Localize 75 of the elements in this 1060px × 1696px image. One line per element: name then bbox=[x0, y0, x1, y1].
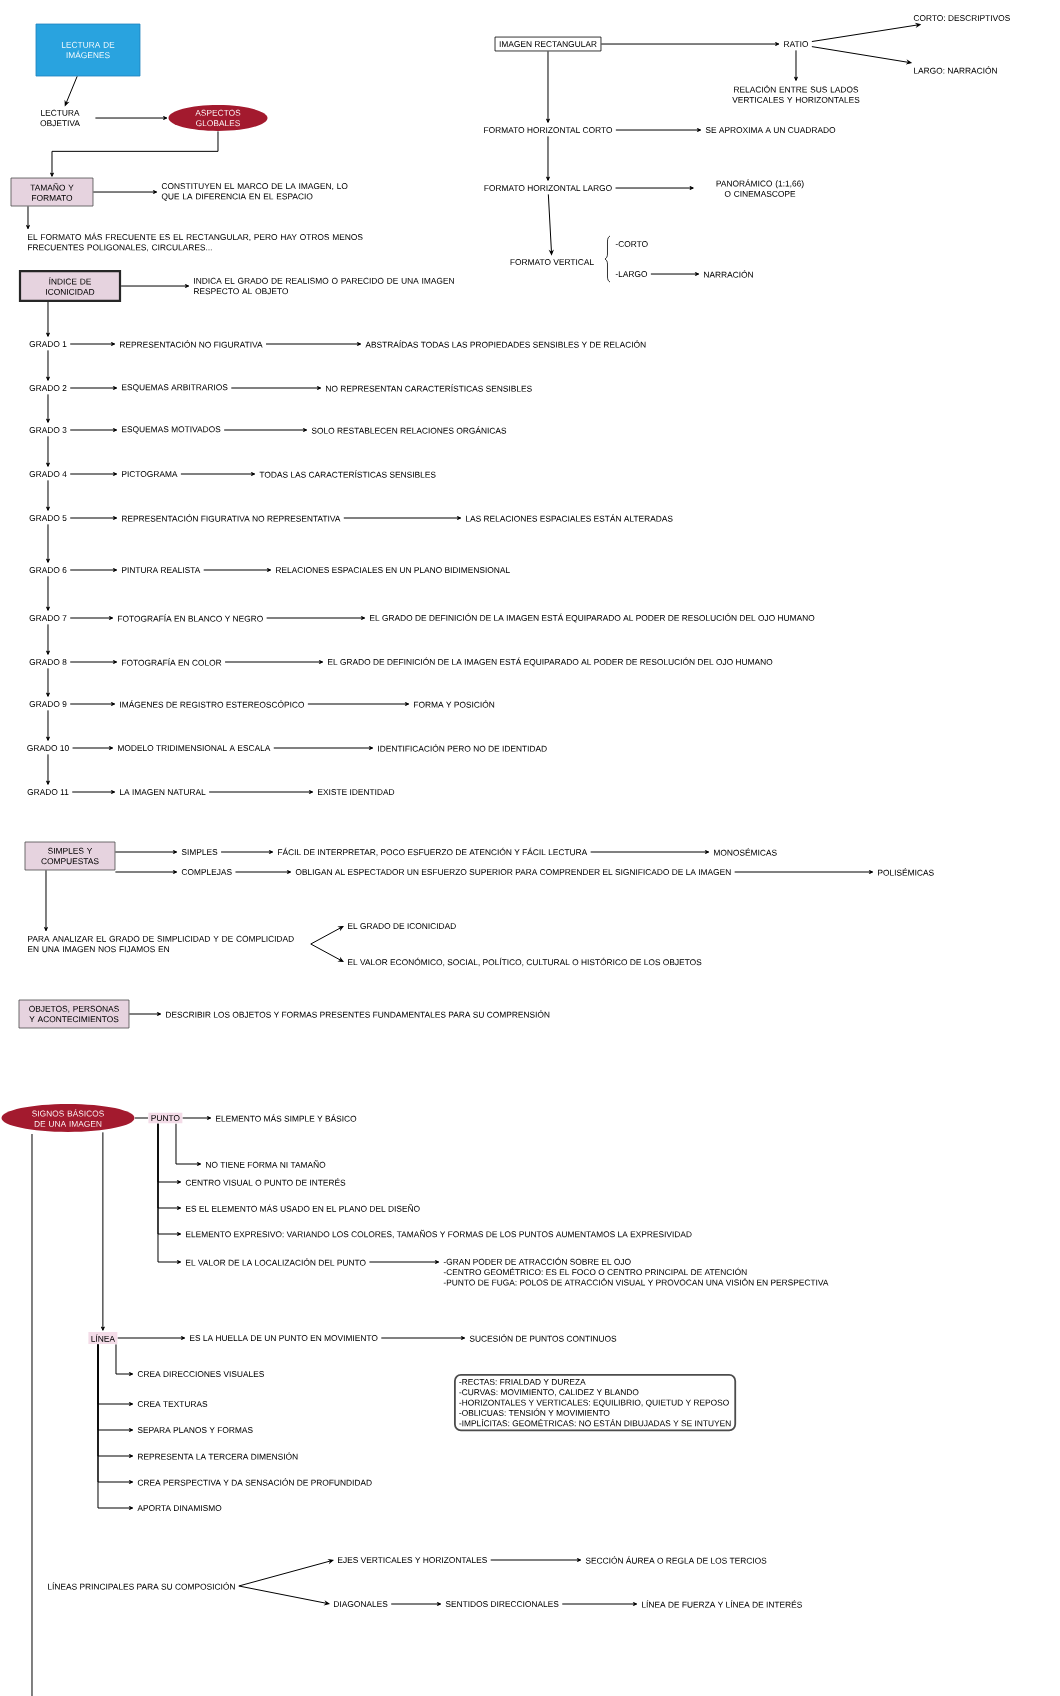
arrow bbox=[590, 850, 710, 854]
arrow bbox=[238, 1559, 334, 1587]
arrow bbox=[561, 1602, 638, 1606]
arrow bbox=[157, 1123, 182, 1264]
arrow bbox=[72, 746, 114, 750]
arrow bbox=[128, 1012, 162, 1016]
arrow bbox=[307, 702, 410, 706]
arrow bbox=[238, 1585, 330, 1606]
arrow bbox=[69, 428, 118, 432]
arrow bbox=[50, 130, 219, 177]
arrow bbox=[46, 523, 50, 563]
connector-line bbox=[134, 1117, 149, 1119]
arrow bbox=[69, 702, 116, 706]
arrow bbox=[223, 428, 308, 432]
arrow bbox=[600, 42, 780, 46]
arrow bbox=[734, 870, 874, 874]
arrow bbox=[203, 568, 272, 572]
arrow bbox=[175, 1123, 202, 1166]
arrow bbox=[546, 135, 550, 181]
arrow bbox=[26, 205, 30, 230]
arrow bbox=[120, 284, 190, 288]
arrow bbox=[811, 23, 921, 43]
arrow bbox=[180, 472, 256, 476]
arrow bbox=[265, 342, 362, 346]
arrow bbox=[273, 746, 374, 750]
arrow bbox=[208, 790, 314, 794]
arrow bbox=[69, 568, 118, 572]
arrow bbox=[46, 435, 50, 467]
arrow bbox=[46, 301, 50, 337]
arrow bbox=[811, 46, 912, 65]
arrow bbox=[94, 116, 168, 120]
arrow bbox=[114, 850, 178, 854]
arrow bbox=[44, 869, 48, 932]
arrow bbox=[46, 479, 50, 511]
arrow bbox=[182, 1116, 212, 1120]
connector-line bbox=[31, 1133, 33, 1696]
arrow bbox=[46, 575, 50, 611]
arrow bbox=[46, 667, 50, 697]
arrow bbox=[69, 386, 118, 390]
arrow bbox=[69, 472, 118, 476]
arrow bbox=[69, 516, 118, 520]
arrow bbox=[117, 1336, 186, 1340]
arrow bbox=[390, 1602, 442, 1606]
arrow bbox=[230, 386, 322, 390]
arrow bbox=[46, 623, 50, 655]
arrow bbox=[794, 49, 798, 81]
arrow bbox=[46, 753, 50, 785]
arrow bbox=[546, 50, 550, 123]
arrow bbox=[69, 616, 114, 620]
arrow bbox=[615, 186, 694, 190]
arrow bbox=[69, 342, 116, 346]
arrow bbox=[310, 943, 344, 962]
arrow bbox=[114, 870, 178, 874]
arrow bbox=[97, 1343, 134, 1510]
arrow bbox=[46, 393, 50, 423]
arrow bbox=[220, 850, 274, 854]
arrow bbox=[100, 1131, 105, 1331]
arrow bbox=[368, 1260, 440, 1264]
arrow bbox=[380, 1336, 466, 1340]
arrow bbox=[69, 660, 118, 664]
arrow bbox=[46, 349, 50, 381]
arrow bbox=[235, 870, 292, 874]
arrow bbox=[115, 1343, 134, 1376]
arrow bbox=[224, 660, 324, 664]
arrow bbox=[310, 926, 344, 945]
arrow bbox=[266, 616, 366, 620]
arrow bbox=[490, 1558, 582, 1562]
arrow bbox=[650, 272, 700, 276]
arrow bbox=[615, 128, 702, 132]
arrow bbox=[64, 75, 78, 106]
arrow bbox=[92, 190, 158, 194]
arrow bbox=[46, 709, 50, 741]
arrow bbox=[547, 193, 554, 255]
arrow bbox=[71, 790, 116, 794]
arrow bbox=[343, 516, 462, 520]
